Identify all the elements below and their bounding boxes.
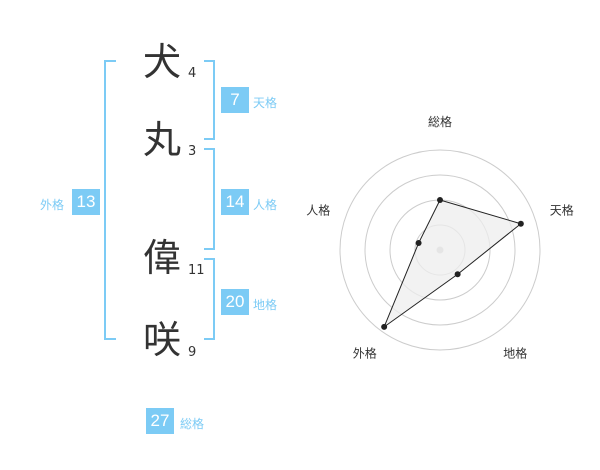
name-char-1: 犬 bbox=[142, 40, 181, 84]
radar-data-point bbox=[415, 240, 422, 247]
chikaku-label: 地格 bbox=[253, 298, 278, 312]
radar-axis-label: 総格 bbox=[428, 114, 452, 129]
radar-data-point bbox=[437, 197, 443, 203]
tenkaku-bracket bbox=[204, 60, 215, 140]
name-char-2: 丸 bbox=[142, 118, 181, 162]
stroke-count-1: 4 bbox=[188, 66, 197, 81]
jinkaku-value: 14 bbox=[221, 189, 249, 215]
jinkaku-bracket bbox=[204, 148, 215, 250]
chikaku-bracket bbox=[204, 258, 215, 340]
soukaku-value: 27 bbox=[146, 408, 174, 434]
radar-data-point bbox=[381, 323, 388, 330]
stroke-count-3: 11 bbox=[188, 263, 205, 278]
soukaku-label: 総格 bbox=[180, 417, 205, 431]
chikaku-value: 20 bbox=[221, 289, 249, 315]
radar-data-point bbox=[454, 271, 461, 278]
stroke-count-4: 9 bbox=[188, 345, 197, 360]
radar-grid-ring bbox=[339, 149, 541, 351]
jinkaku-label: 人格 bbox=[253, 198, 278, 212]
name-char-3: 偉 bbox=[142, 236, 181, 280]
radar-axis-label: 人格 bbox=[306, 202, 330, 217]
gaikaku-value: 13 bbox=[72, 189, 100, 215]
radar-data-point bbox=[517, 220, 524, 227]
gaikaku-bracket bbox=[104, 60, 116, 340]
radar-grid-ring bbox=[364, 174, 516, 326]
tenkaku-value: 7 bbox=[221, 87, 249, 113]
tenkaku-label: 天格 bbox=[253, 96, 278, 110]
gaikaku-label: 外格 bbox=[40, 198, 65, 212]
name-char-4: 咲 bbox=[142, 318, 181, 362]
radar-series-shape bbox=[383, 199, 522, 329]
stroke-count-2: 3 bbox=[188, 144, 197, 159]
radar-axis-label: 地格 bbox=[503, 346, 527, 361]
radar-axis-label: 天格 bbox=[550, 202, 574, 217]
radar-axis-label: 外格 bbox=[353, 346, 377, 361]
